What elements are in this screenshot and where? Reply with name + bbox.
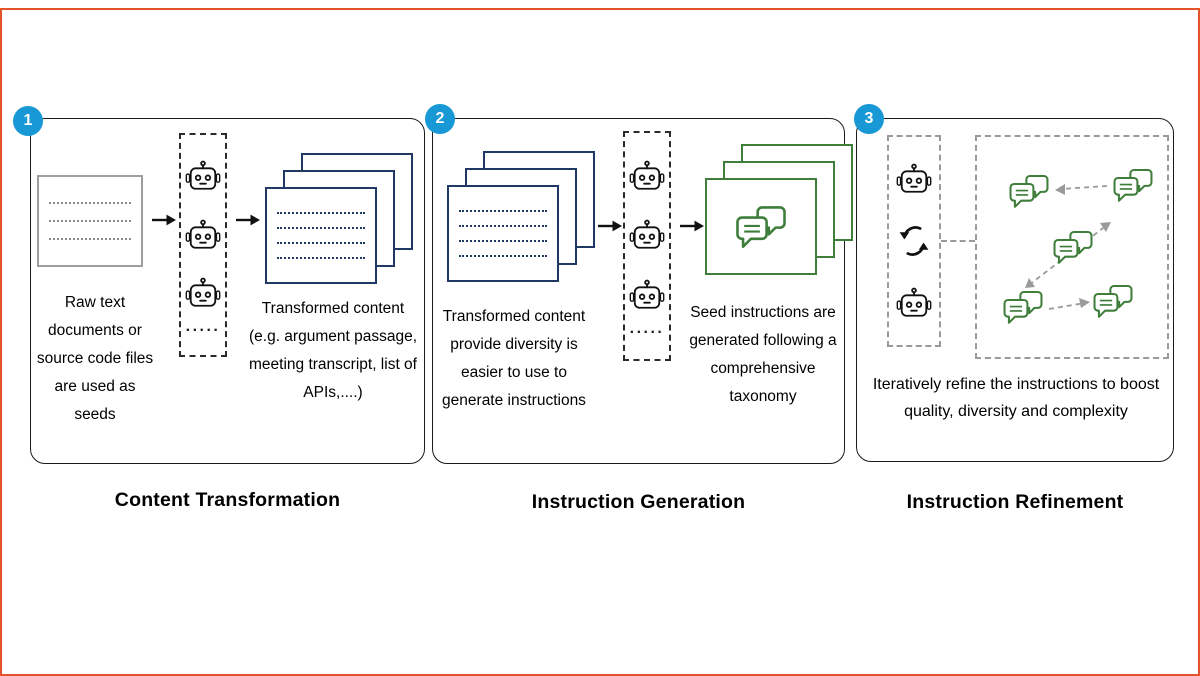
dotted-text-line	[459, 210, 547, 212]
arrow-right-icon	[235, 211, 261, 229]
robot-icon	[629, 219, 665, 252]
chat-bubbles-icon	[1091, 283, 1135, 319]
chat-bubbles-icon	[733, 204, 789, 249]
agents-group-box: .....	[623, 131, 671, 361]
arrow-right-icon	[151, 211, 177, 229]
content-transformation-title: Content Transformation	[114, 489, 341, 511]
document-sheet	[447, 185, 559, 282]
chat-bubbles-icon	[1007, 173, 1051, 209]
dotted-text-line	[49, 238, 131, 240]
agents-group-box: .....	[179, 133, 227, 357]
document-sheet	[265, 187, 377, 284]
transformed-content-caption: Transformed content (e.g. argument passa…	[248, 300, 418, 401]
raw-seeds-caption: Raw text documents or source code files …	[36, 294, 154, 423]
stage-2-badge: 2	[425, 104, 455, 134]
stage-3-badge: 3	[854, 104, 884, 134]
robot-icon	[896, 163, 932, 196]
transformed-documents-icon	[447, 151, 595, 291]
instruction-generation-title: Instruction Generation	[531, 491, 746, 513]
robot-icon	[185, 277, 221, 310]
chat-bubbles-icon	[1111, 167, 1155, 203]
content-transformation-panel: ..... Raw text documents or source code …	[30, 118, 425, 464]
instruction-refinement-panel: Iteratively refine the instructions to b…	[856, 118, 1174, 462]
seed-instructions-icon	[703, 144, 853, 286]
slide-border	[0, 8, 1200, 676]
robot-icon	[185, 160, 221, 193]
arrow-right-icon	[679, 217, 705, 235]
robot-icon	[896, 287, 932, 320]
dotted-text-line	[277, 227, 365, 229]
dashed-connector-line	[941, 240, 975, 242]
iterate-cycle-icon	[898, 221, 930, 261]
diversity-caption: Transformed content provide diversity is…	[442, 308, 586, 409]
dotted-text-line	[49, 202, 131, 204]
instruction-refinement-title: Instruction Refinement	[906, 491, 1124, 513]
dotted-text-line	[459, 225, 547, 227]
robot-icon	[185, 219, 221, 252]
dotted-text-line	[277, 242, 365, 244]
instruction-generation-panel: ..... Transformed content provide divers…	[432, 118, 853, 464]
more-agents-dots: .....	[185, 317, 221, 335]
chat-bubbles-icon	[1051, 229, 1095, 265]
arrow-right-icon	[597, 217, 623, 235]
more-agents-dots: .....	[629, 320, 665, 338]
refiner-agents-box	[887, 135, 941, 347]
refinement-caption: Iteratively refine the instructions to b…	[872, 376, 1160, 421]
chat-bubbles-icon	[1001, 289, 1045, 325]
dotted-text-line	[459, 255, 547, 257]
taxonomy-caption: Seed instructions are generated followin…	[689, 304, 837, 405]
dotted-text-line	[459, 240, 547, 242]
dotted-text-line	[49, 220, 131, 222]
robot-icon	[629, 160, 665, 193]
dotted-text-line	[277, 212, 365, 214]
robot-icon	[629, 279, 665, 312]
transformed-documents-icon	[263, 153, 413, 289]
document-sheet	[705, 178, 817, 275]
dotted-text-line	[277, 257, 365, 259]
stage-1-badge: 1	[13, 106, 43, 136]
raw-document-icon	[37, 175, 143, 267]
instruction-space-box	[975, 135, 1169, 359]
